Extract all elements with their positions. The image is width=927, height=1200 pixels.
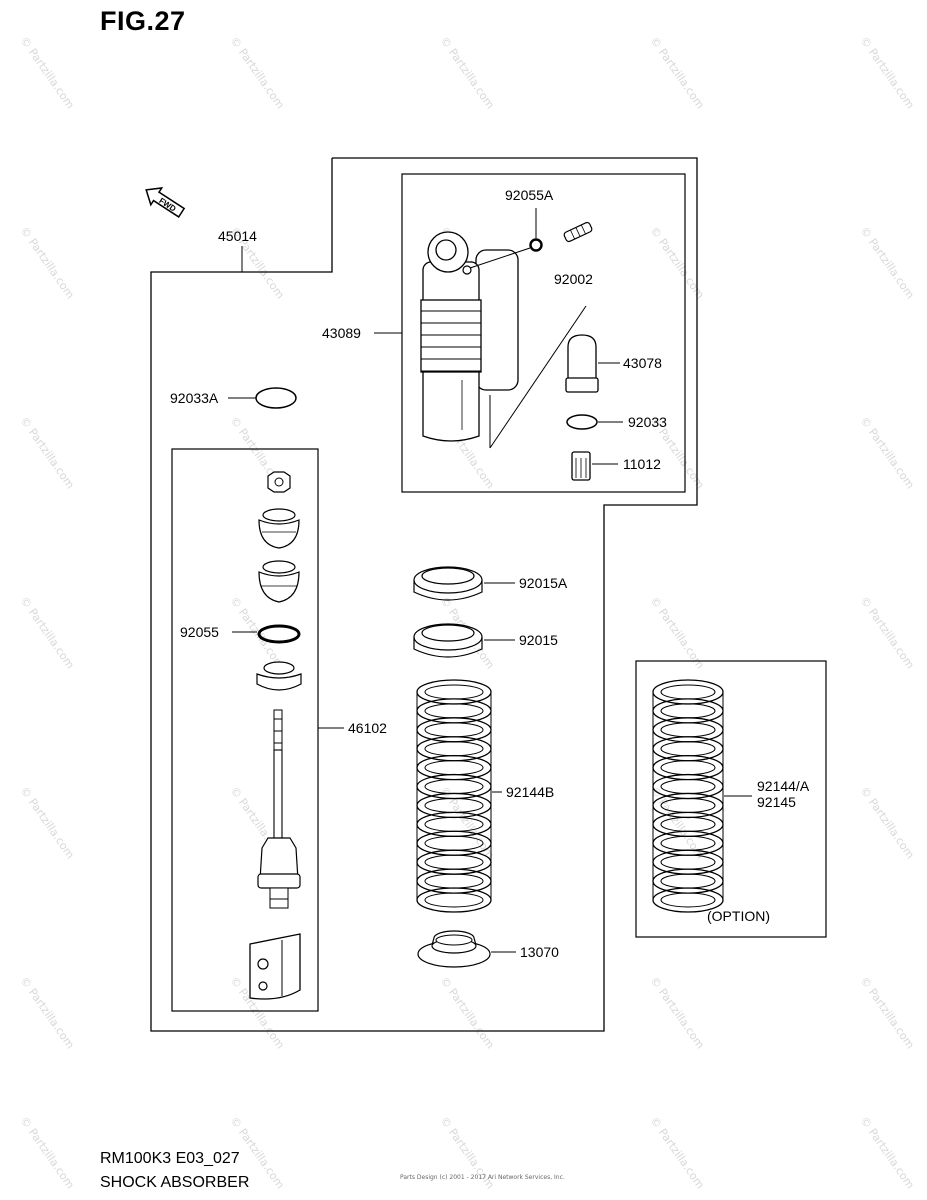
label-92015: 92015 [519, 632, 558, 648]
shock-body-part [420, 231, 519, 442]
label-92033: 92033 [628, 414, 667, 430]
label-92055a: 92055A [505, 187, 554, 203]
label-45014: 45014 [218, 228, 257, 244]
spring-coil-inner [424, 684, 484, 700]
watermark-text: © Partzilla.com [648, 594, 707, 671]
spring-coil-inner [660, 779, 716, 795]
label-46102: 46102 [348, 720, 387, 736]
spring-coil [416, 868, 492, 894]
watermark-text: © Partzilla.com [648, 974, 707, 1051]
spring-coil [416, 811, 492, 838]
circlip-92033a-part [255, 387, 297, 409]
spring-coil [652, 754, 724, 781]
spring-coil-inner [660, 873, 716, 889]
fwd-arrow-icon: FWD [145, 187, 186, 218]
watermark-text: © Partzilla.com [858, 224, 917, 301]
watermark-text: © Partzilla.com [858, 34, 917, 111]
spring-coil-inner [660, 684, 716, 700]
bladder-43078-part [565, 334, 599, 393]
label-92015a: 92015A [519, 575, 568, 591]
watermark-text: © Partzilla.com [18, 594, 77, 671]
spring-option-part [652, 679, 724, 913]
nut-92015a-part [413, 566, 483, 601]
spring-coil [652, 736, 724, 762]
circlip-92033-part [566, 414, 598, 430]
watermark-text: © Partzilla.com [18, 224, 77, 301]
spring-coil-inner [424, 722, 484, 738]
spring-coil [416, 754, 492, 781]
spring-coil-inner [660, 722, 716, 738]
valve-92002-part [563, 221, 593, 243]
label-43089: 43089 [322, 325, 361, 341]
assembly-outline [150, 157, 698, 1032]
label-13070: 13070 [520, 944, 559, 960]
watermark-text: © Partzilla.com [858, 784, 917, 861]
label-92145: 92145 [757, 794, 796, 810]
watermark-text: © Partzilla.com [648, 1114, 707, 1191]
label-92055: 92055 [180, 624, 219, 640]
label-option: (OPTION) [707, 908, 770, 924]
watermark-text: © Partzilla.com [18, 974, 77, 1051]
spring-coil [416, 736, 492, 762]
spring-coil-inner [660, 760, 716, 776]
label-92033a: 92033A [170, 390, 219, 406]
cap-11012-part [571, 451, 591, 481]
spring-coil-inner [424, 854, 484, 870]
watermark-text: © Partzilla.com [18, 34, 77, 111]
damper-rod-assembly-part [249, 471, 302, 1000]
watermark-text: © Partzilla.com [228, 34, 287, 111]
spring-92144b-part [416, 679, 492, 913]
spring-coil-inner [660, 854, 716, 870]
watermark-text: © Partzilla.com [858, 1114, 917, 1191]
spring-coil [652, 868, 724, 894]
spring-coil-inner [660, 703, 716, 719]
spring-coil-inner [660, 741, 716, 757]
watermark-text: © Partzilla.com [438, 34, 497, 111]
spring-coil [652, 773, 724, 800]
spring-coil-inner [660, 892, 716, 908]
watermark-text: © Partzilla.com [228, 594, 287, 671]
o-ring-92055a-part [529, 238, 543, 252]
watermark-text: © Partzilla.com [858, 594, 917, 671]
spring-coil [416, 887, 492, 913]
spring-coil-inner [424, 741, 484, 757]
watermark-text: © Partzilla.com [858, 974, 917, 1051]
label-92144a: 92144/A [757, 778, 810, 794]
watermark-text: © Partzilla.com [858, 414, 917, 491]
spring-coil [652, 849, 724, 875]
figure-name: SHOCK ABSORBER [100, 1174, 250, 1191]
figure-title: FIG.27 [100, 6, 186, 36]
spring-coil-inner [424, 703, 484, 719]
nut-92015-part [413, 623, 483, 658]
label-92144b: 92144B [506, 784, 554, 800]
spring-coil [416, 679, 492, 705]
spring-coil-inner [424, 873, 484, 889]
damper-rod-group-box [171, 448, 319, 1012]
label-11012: 11012 [623, 456, 661, 472]
watermark-layer: © Partzilla.com © Partzilla.com © Partzill… [18, 34, 917, 1191]
spring-coil [652, 679, 724, 705]
option-spring-box [635, 660, 827, 938]
copyright-text: Parts Design (c) 2001 - 2017 Ari Network… [400, 1174, 565, 1181]
watermark-text: © Partzilla.com [18, 1114, 77, 1191]
spring-coil [652, 698, 724, 724]
spring-coil [652, 717, 724, 743]
spring-coil-inner [424, 760, 484, 776]
watermark-text: © Partzilla.com [438, 974, 497, 1051]
spring-coil [416, 698, 492, 724]
spring-coil [416, 717, 492, 743]
spring-coil-inner [424, 892, 484, 908]
spring-coil [416, 849, 492, 875]
figure-code: RM100K3 E03_027 [100, 1150, 240, 1167]
watermark-text: © Partzilla.com [18, 784, 77, 861]
watermark-text: © Partzilla.com [18, 414, 77, 491]
label-43078: 43078 [623, 355, 662, 371]
watermark-text: © Partzilla.com [648, 34, 707, 111]
spring-seat-13070-part [417, 930, 491, 968]
watermark-text: © Partzilla.com [648, 224, 707, 301]
label-92002: 92002 [554, 271, 593, 287]
